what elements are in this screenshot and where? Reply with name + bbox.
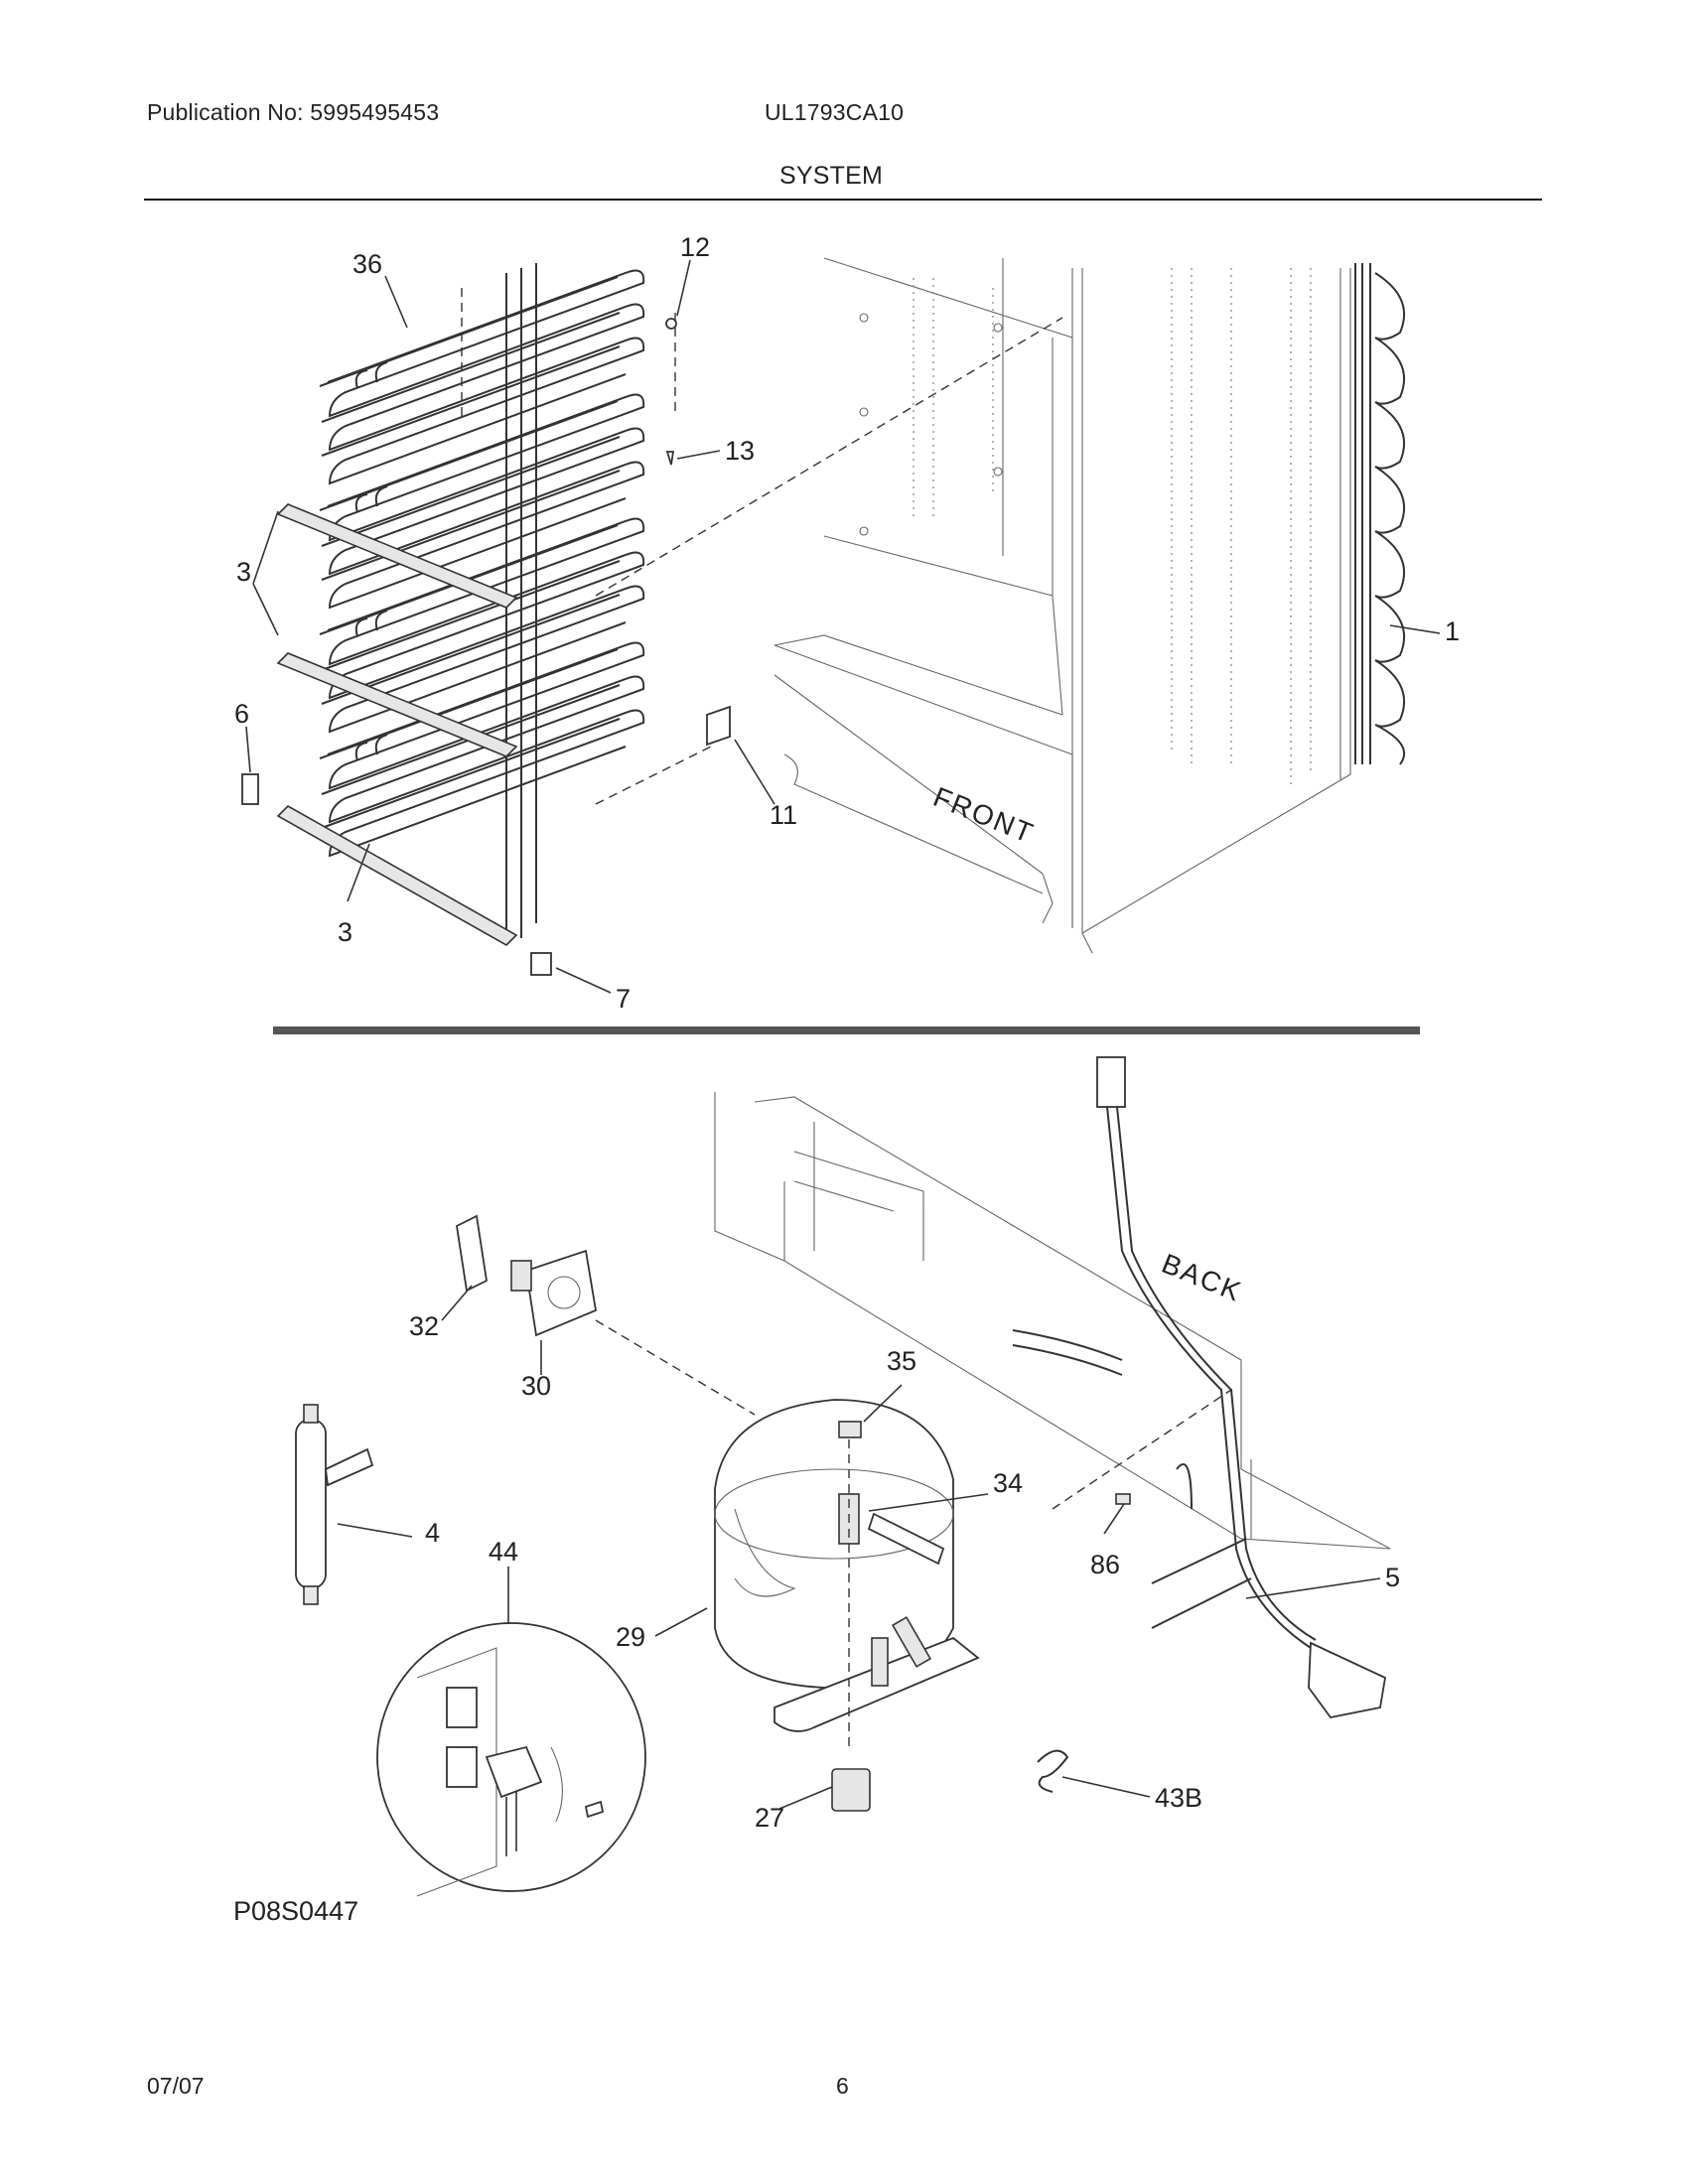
part-43b-clip — [1037, 1749, 1069, 1793]
retainer-bars — [276, 503, 518, 946]
page-number: 6 — [836, 2073, 849, 2099]
bottom-view: BACK — [295, 1056, 1400, 1897]
svg-text:3: 3 — [338, 917, 352, 947]
svg-text:7: 7 — [616, 984, 631, 1014]
svg-text:35: 35 — [887, 1346, 916, 1376]
svg-text:32: 32 — [409, 1311, 439, 1341]
footer-date: 07/07 — [147, 2073, 205, 2099]
part-86-screw — [1115, 1493, 1131, 1505]
outlet-inset — [376, 1622, 646, 1897]
svg-text:1: 1 — [1445, 616, 1460, 646]
model-number: UL1793CA10 — [765, 99, 905, 125]
top-callouts: 36 12 13 3 6 11 3 7 1 — [234, 232, 1460, 1014]
condenser-coil — [1354, 263, 1406, 765]
part-27-grommet — [831, 1768, 871, 1812]
section-title: SYSTEM — [779, 162, 883, 190]
part-35-bolt — [838, 1421, 862, 1438]
back-label: BACK — [1158, 1248, 1247, 1307]
compressor — [595, 1319, 980, 1747]
part-13-fastener — [665, 451, 675, 466]
svg-text:27: 27 — [755, 1803, 784, 1833]
svg-text:30: 30 — [521, 1371, 551, 1401]
front-label: FRONT — [929, 781, 1039, 850]
svg-text:4: 4 — [425, 1518, 440, 1548]
svg-text:29: 29 — [616, 1622, 645, 1652]
svg-text:12: 12 — [680, 232, 710, 262]
svg-text:43B: 43B — [1155, 1783, 1202, 1813]
power-cord — [1012, 1056, 1387, 1718]
header-rule — [144, 199, 1542, 201]
publication-number: Publication No: 5995495453 — [147, 99, 440, 125]
cabinet-base-outline — [714, 1092, 1391, 1550]
svg-text:6: 6 — [234, 699, 249, 729]
section-divider — [273, 1026, 1420, 1034]
svg-text:34: 34 — [993, 1468, 1023, 1498]
svg-text:11: 11 — [770, 800, 797, 830]
svg-text:36: 36 — [352, 249, 382, 279]
filter-drier — [295, 1404, 374, 1605]
part-12-fastener — [665, 318, 677, 330]
svg-text:13: 13 — [725, 436, 755, 466]
cabinet-outline — [595, 257, 1351, 954]
relay-and-bracket — [456, 1214, 598, 1337]
figure-id: P08S0447 — [233, 1896, 359, 1926]
svg-text:86: 86 — [1090, 1550, 1120, 1579]
bottom-callouts: 32 30 35 34 4 44 29 86 5 27 43B — [409, 1311, 1400, 1833]
svg-text:3: 3 — [236, 557, 251, 587]
part-11-bracket — [706, 705, 731, 747]
svg-text:44: 44 — [489, 1537, 518, 1567]
top-view: FRONT — [234, 232, 1460, 1014]
svg-text:5: 5 — [1385, 1563, 1400, 1592]
part-6-clip — [241, 773, 259, 805]
part-7-clip — [530, 952, 552, 976]
